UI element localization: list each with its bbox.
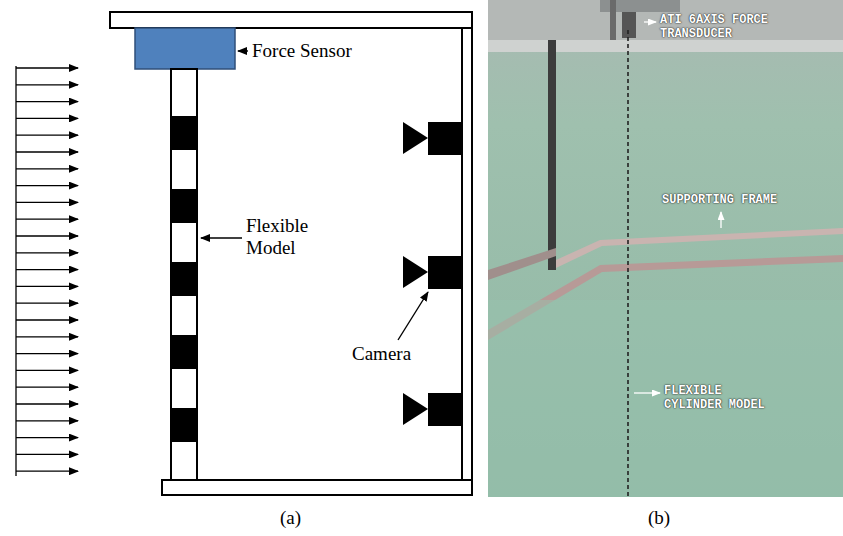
flow-profile (16, 66, 78, 476)
photo (488, 0, 843, 497)
camera-symbol (403, 122, 462, 426)
part-label: Flexible Model (246, 215, 318, 259)
photo-label: ATI 6AXIS FORCE TRANSDUCER (660, 14, 785, 42)
part-label: Force Sensor (252, 40, 382, 62)
bottom-frame (162, 480, 472, 495)
part-label: Camera (352, 343, 432, 365)
flexible-model (171, 69, 197, 480)
panel-label: (a) (280, 507, 320, 529)
top-frame (110, 12, 472, 28)
side-frame (462, 28, 472, 480)
panel-label: (b) (648, 507, 688, 529)
photo-label: FLEXIBLE CYLINDER MODEL (664, 385, 770, 413)
leader-line (201, 51, 428, 340)
force-sensor (135, 28, 235, 69)
photo-label: SUPPORTING FRAME (662, 194, 802, 208)
